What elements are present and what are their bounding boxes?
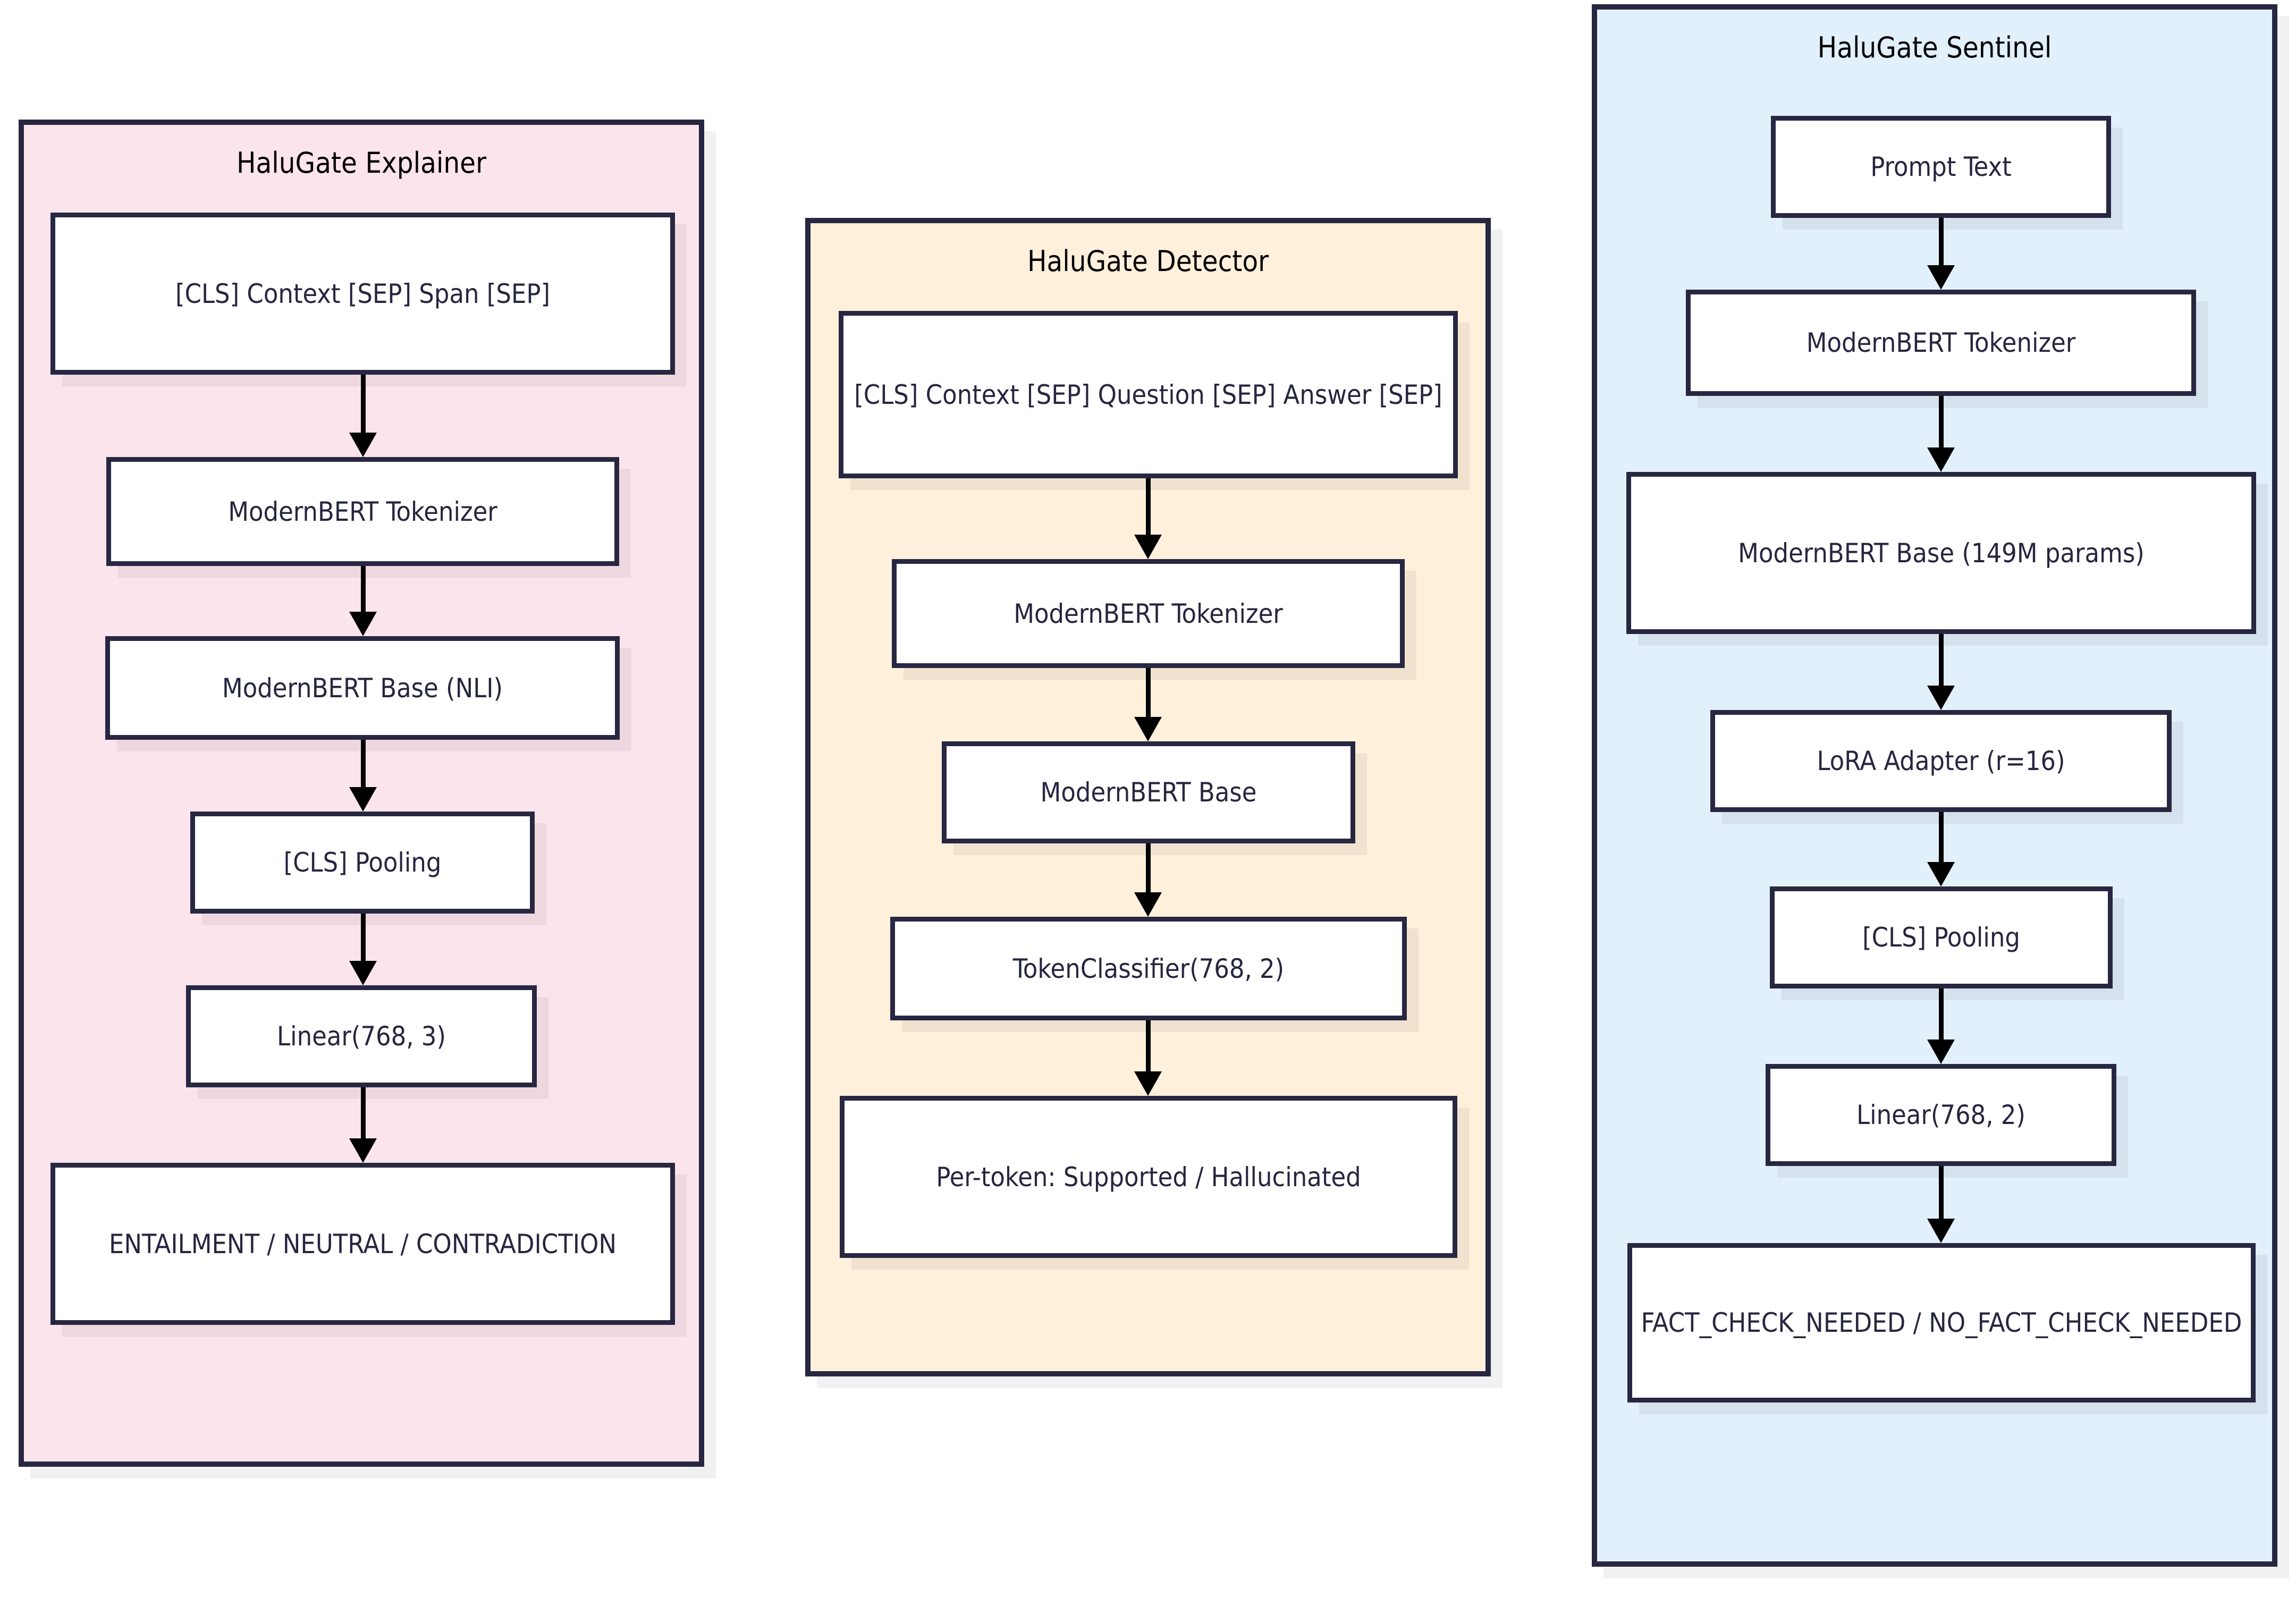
node-sentinel-linear: Linear(768, 2): [1766, 1064, 2116, 1166]
node-label: TokenClassifier(768, 2): [1012, 953, 1285, 984]
node-explainer-input: [CLS] Context [SEP] Span [SEP]: [50, 213, 675, 375]
node-detector-output: Per-token: Supported / Hallucinated: [840, 1096, 1457, 1258]
node-label: ModernBERT Tokenizer: [1014, 598, 1283, 629]
node-label: [CLS] Pooling: [1862, 922, 2020, 953]
node-explainer-linear: Linear(768, 3): [186, 985, 537, 1087]
node-explainer-output: ENTAILMENT / NEUTRAL / CONTRADICTION: [50, 1163, 675, 1325]
node-detector-base: ModernBERT Base: [942, 741, 1355, 843]
node-sentinel-tokenizer: ModernBERT Tokenizer: [1686, 290, 2196, 396]
node-label: [CLS] Context [SEP] Span [SEP]: [175, 278, 551, 309]
cluster-title-detector: HaluGate Detector: [1027, 244, 1269, 278]
node-sentinel-output: FACT_CHECK_NEEDED / NO_FACT_CHECK_NEEDED: [1627, 1243, 2256, 1402]
node-detector-tokenizer: ModernBERT Tokenizer: [892, 559, 1405, 668]
node-label: ENTAILMENT / NEUTRAL / CONTRADICTION: [108, 1228, 617, 1260]
node-sentinel-cls-pooling: [CLS] Pooling: [1770, 886, 2113, 988]
node-label: ModernBERT Base: [1040, 777, 1257, 808]
node-label: Linear(768, 2): [1856, 1100, 2025, 1130]
node-label: ModernBERT Base (149M params): [1738, 537, 2145, 569]
node-label: [CLS] Pooling: [283, 847, 442, 878]
node-label: ModernBERT Tokenizer: [228, 496, 497, 527]
node-sentinel-lora-adapter: LoRA Adapter (r=16): [1710, 710, 2172, 812]
node-label: Linear(768, 3): [277, 1021, 446, 1052]
node-label: ModernBERT Base (NLI): [222, 672, 503, 704]
node-detector-input: [CLS] Context [SEP] Question [SEP] Answe…: [839, 311, 1458, 478]
node-label: Per-token: Supported / Hallucinated: [936, 1161, 1361, 1193]
cluster-title-explainer: HaluGate Explainer: [236, 146, 487, 180]
node-explainer-tokenizer: ModernBERT Tokenizer: [106, 457, 619, 566]
node-explainer-base-nli: ModernBERT Base (NLI): [105, 636, 620, 740]
cluster-title-sentinel: HaluGate Sentinel: [1817, 31, 2052, 64]
node-detector-token-classifier: TokenClassifier(768, 2): [890, 917, 1407, 1020]
node-label: FACT_CHECK_NEEDED / NO_FACT_CHECK_NEEDED: [1641, 1307, 2242, 1338]
node-label: LoRA Adapter (r=16): [1817, 746, 2065, 776]
node-sentinel-prompt-text: Prompt Text: [1771, 116, 2111, 218]
node-label: [CLS] Context [SEP] Question [SEP] Answe…: [854, 379, 1442, 410]
node-sentinel-base: ModernBERT Base (149M params): [1626, 472, 2256, 634]
node-explainer-cls-pooling: [CLS] Pooling: [190, 812, 535, 914]
node-label: ModernBERT Tokenizer: [1806, 327, 2076, 358]
node-label: Prompt Text: [1870, 151, 2012, 182]
